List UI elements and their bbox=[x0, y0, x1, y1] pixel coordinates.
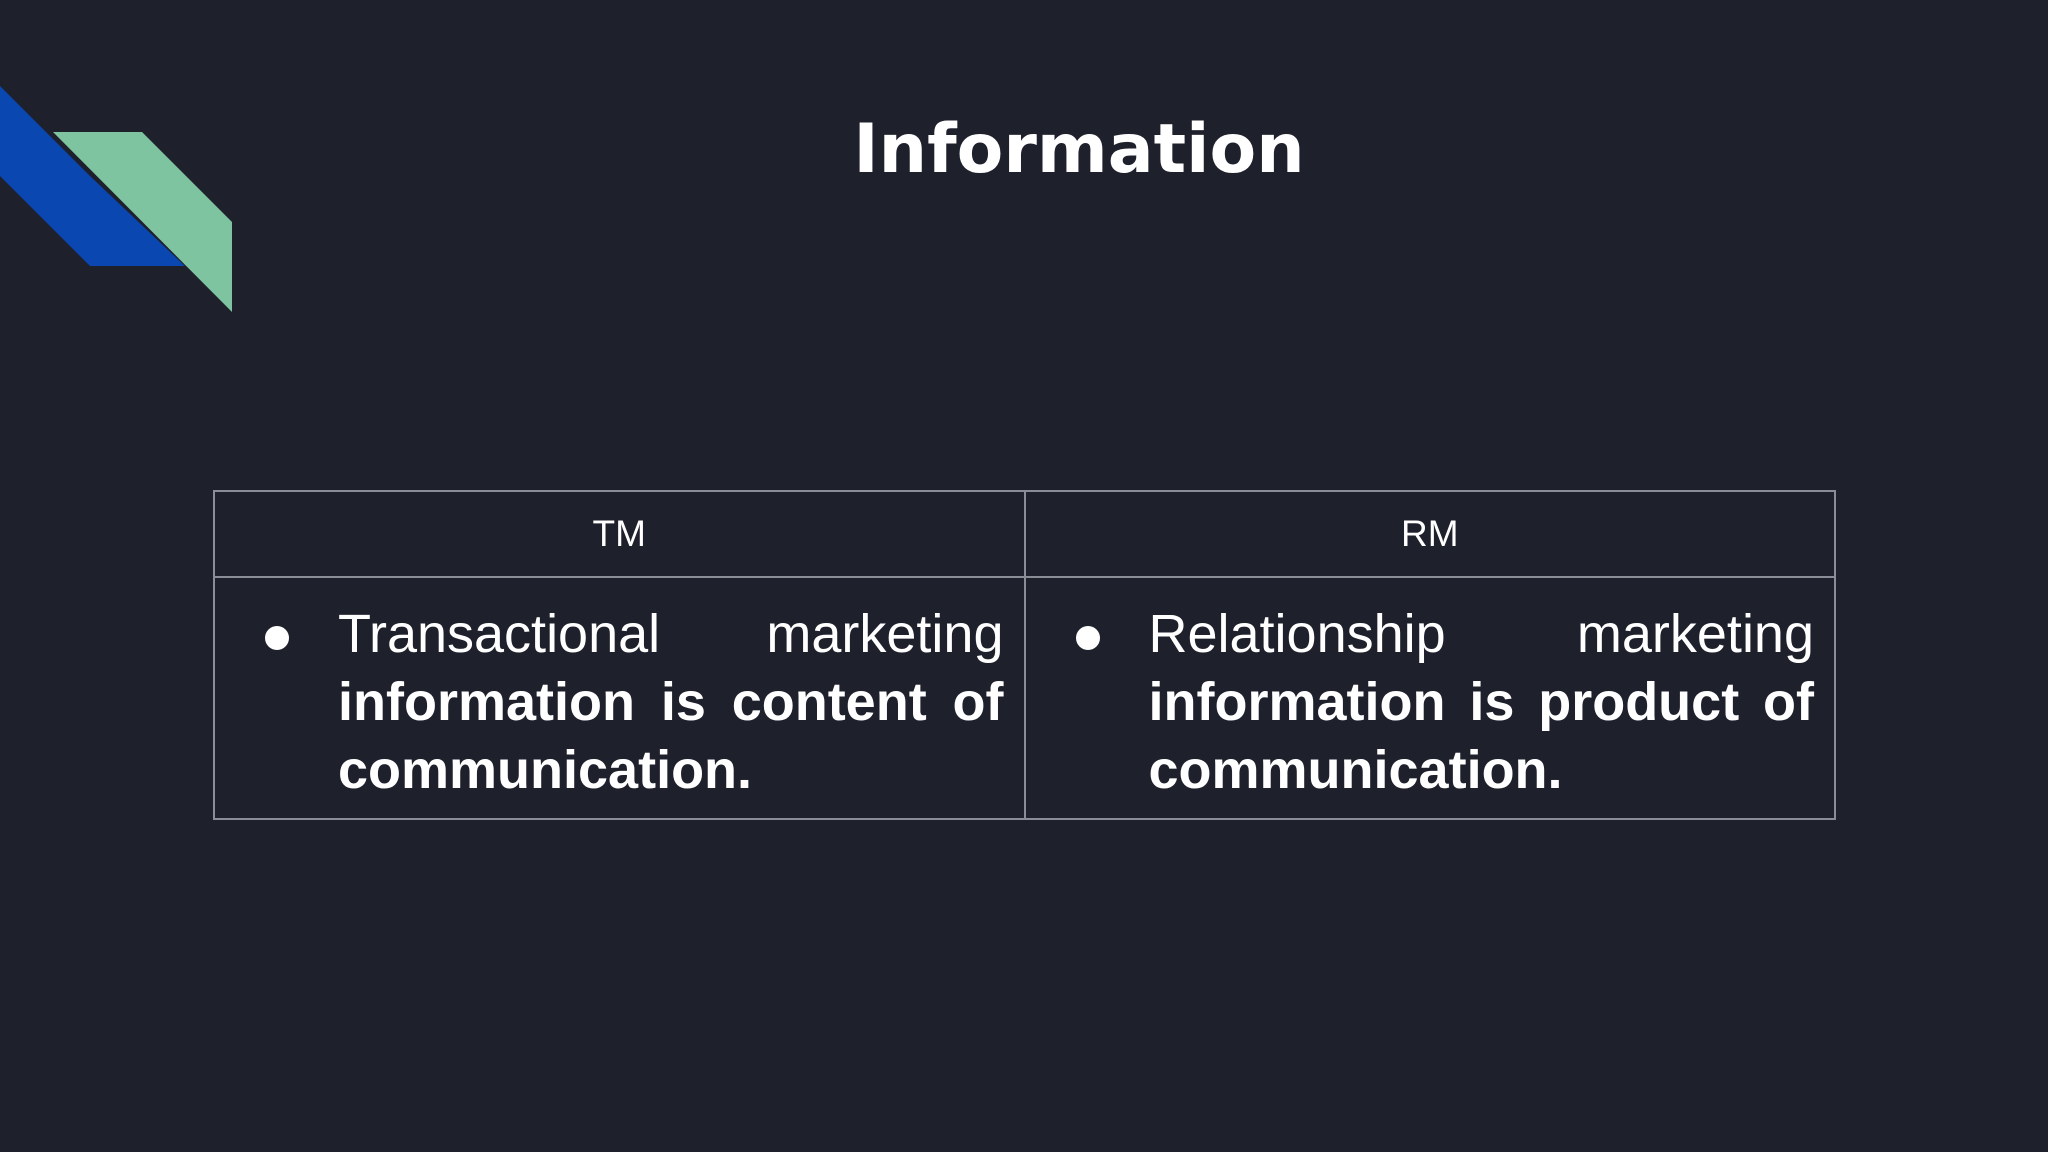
bullet-dot-icon bbox=[265, 600, 289, 668]
table-cell-rm: Relationship marketing information is pr… bbox=[1023, 576, 1836, 820]
table-header-tm: TM bbox=[213, 490, 1026, 578]
corner-ribbon-decoration bbox=[0, 86, 232, 312]
table-cell-tm: Transactional marketing information is c… bbox=[213, 576, 1026, 820]
slide-title: Information bbox=[853, 110, 1305, 189]
bullet-bold-text: information is content of communication. bbox=[338, 672, 1004, 800]
green-ribbon-shape bbox=[53, 132, 232, 312]
bullet-regular-text: Transactional marketing bbox=[338, 604, 1004, 664]
table-row: Transactional marketing information is c… bbox=[213, 576, 1836, 820]
bullet-dot-icon bbox=[1075, 600, 1100, 668]
bullet-regular-text: Relationship marketing bbox=[1148, 604, 1815, 664]
table-header-rm: RM bbox=[1023, 490, 1836, 578]
comparison-table: TM RM Transactional marketing informatio… bbox=[213, 490, 1836, 820]
bullet-list-item: Relationship marketing information is pr… bbox=[1026, 578, 1835, 804]
blue-ribbon-shape bbox=[0, 86, 185, 266]
bullet-bold-text: information is product of communication. bbox=[1148, 672, 1815, 800]
table-header-row: TM RM bbox=[213, 490, 1836, 578]
bullet-list-item: Transactional marketing information is c… bbox=[215, 578, 1024, 804]
